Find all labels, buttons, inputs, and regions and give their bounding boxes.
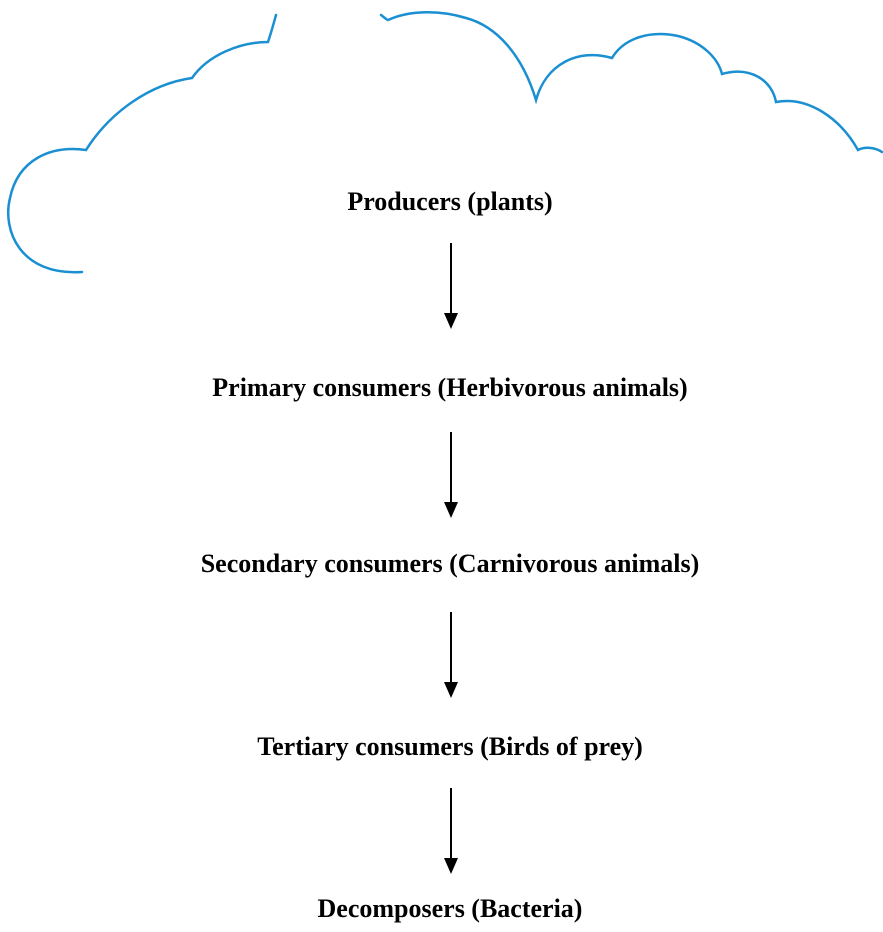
- arrow-down-4: [444, 788, 458, 874]
- level-label-decomposers: Decomposers (Bacteria): [317, 894, 583, 923]
- level-label-producers: Producers (plants): [347, 187, 553, 216]
- arrow-down-1: [444, 243, 458, 329]
- level-label-primary-consumers: Primary consumers (Herbivorous animals): [212, 373, 688, 402]
- level-label-secondary-consumers: Secondary consumers (Carnivorous animals…: [200, 549, 700, 578]
- level-label-tertiary-consumers: Tertiary consumers (Birds of prey): [257, 732, 643, 761]
- arrow-down-3: [444, 612, 458, 698]
- arrow-down-2: [444, 432, 458, 518]
- cloud-shape: [6, 11, 883, 274]
